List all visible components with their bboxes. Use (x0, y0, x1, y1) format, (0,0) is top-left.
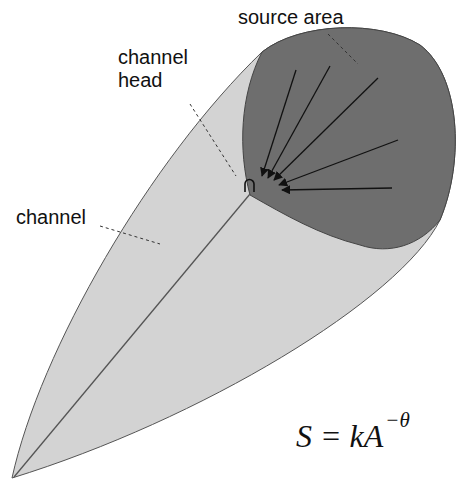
equation: S = kA (296, 418, 383, 455)
feature-label: channel head (118, 46, 198, 92)
flow-arrow (274, 78, 378, 180)
leader-line (328, 34, 358, 64)
flow-arrow (282, 188, 392, 190)
feature-label: channel (16, 206, 86, 229)
flow-arrow (279, 140, 398, 185)
drainage-basin (12, 28, 455, 478)
channel-head-symbol (245, 180, 254, 193)
flow-arrows (262, 66, 398, 190)
flow-arrow (262, 70, 296, 176)
region-label: source area (238, 6, 344, 29)
flow-arrow (268, 66, 330, 178)
leader-lines (100, 34, 358, 244)
channel-line (14, 194, 250, 477)
source-area-region (243, 28, 456, 249)
leader-line (190, 104, 236, 176)
leader-line (100, 226, 160, 244)
equation-exponent: −θ (385, 408, 410, 432)
